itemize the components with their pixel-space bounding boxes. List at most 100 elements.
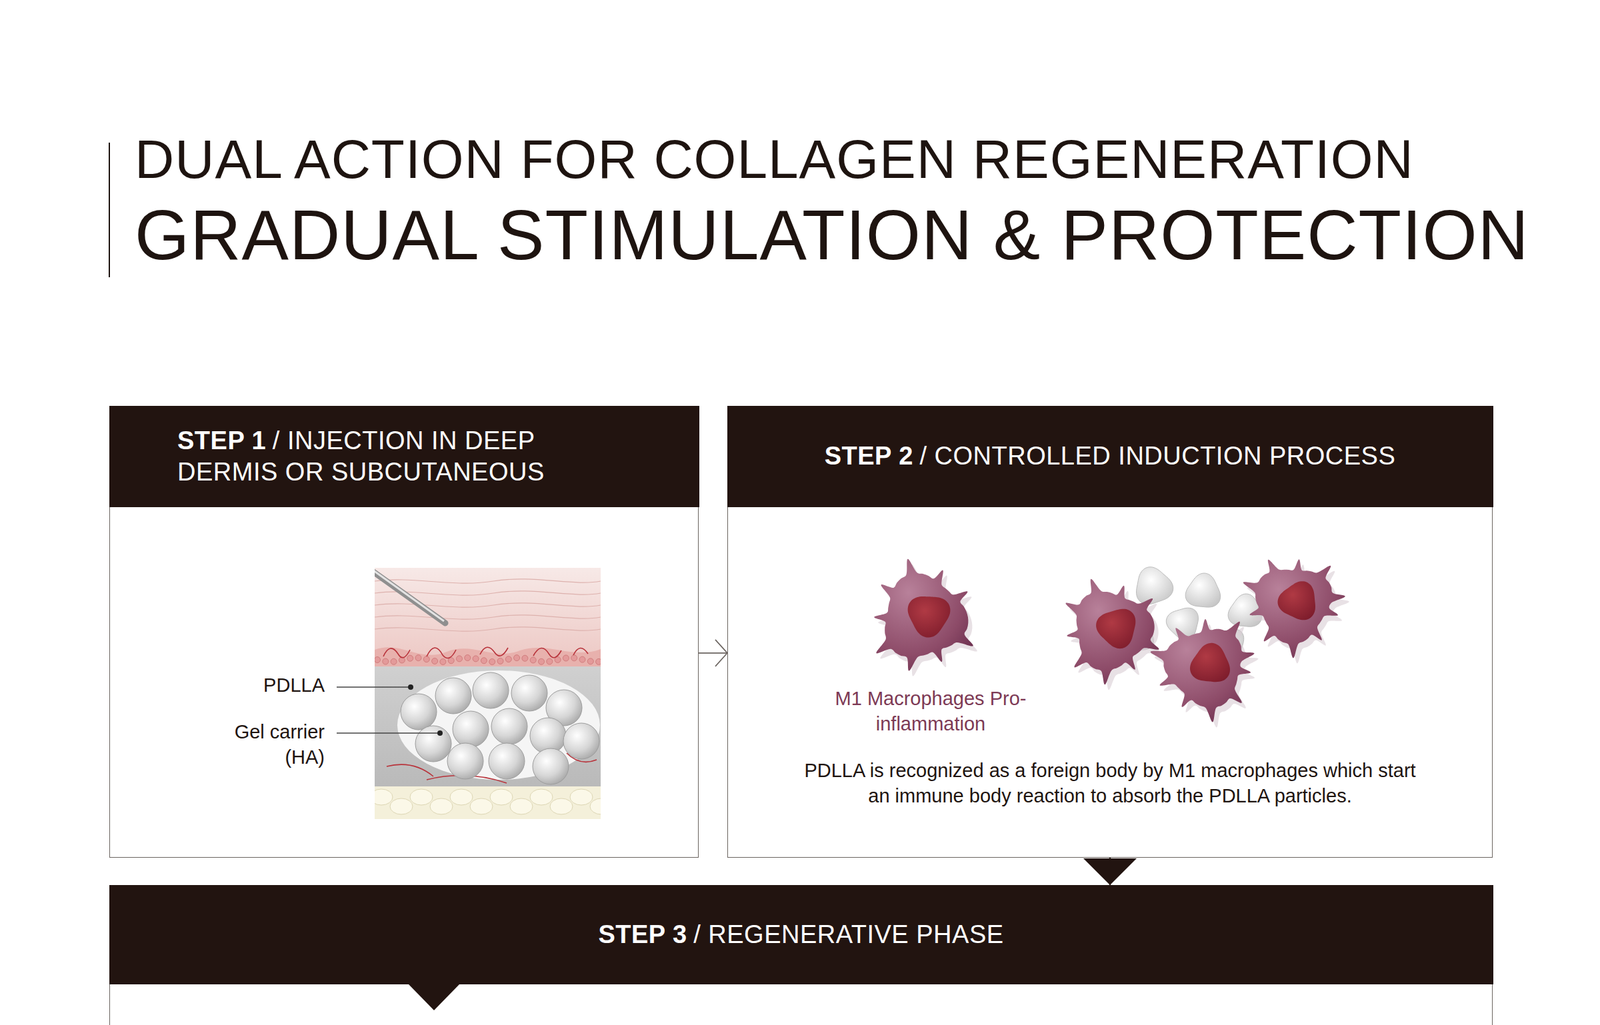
flow-connector: [698, 652, 728, 654]
drawing-part: [430, 798, 453, 815]
step-number: STEP 1: [177, 426, 266, 455]
drawing-part: [546, 658, 553, 665]
drawing-part: [562, 655, 569, 662]
drawing-part: [596, 658, 601, 665]
drawing-part: [400, 672, 600, 785]
drawing-part: [408, 684, 414, 690]
drawing-part: [874, 559, 974, 672]
step3-pointer: [408, 984, 460, 1011]
drawing-part: [374, 579, 601, 815]
drawing-part: [470, 798, 493, 815]
drawing-part: [1066, 579, 1160, 685]
drawing-part: [511, 675, 548, 712]
description-text: PDLLA is recognized as a foreign body by…: [803, 758, 1417, 810]
step-panel: STEP 2/ CONTROLLED INDUCTION PROCESS PDLL…: [727, 406, 1493, 858]
drawing-part: [374, 603, 601, 608]
part-label: Gel carrier (HA): [198, 720, 325, 770]
drawing-part: [510, 798, 533, 815]
drawing-part: [533, 648, 562, 658]
drawing-part: [374, 657, 381, 664]
drawing-part: [522, 655, 528, 662]
header-text: STEP 3/ REGENERATIVE PHASE: [598, 919, 1004, 950]
drawing-part: [415, 655, 422, 662]
drawing-part: [336, 686, 408, 688]
drawing-part: [374, 789, 393, 806]
drawing-part: [497, 658, 504, 664]
drawing-part: [432, 658, 438, 664]
drawing-part: [448, 658, 454, 664]
drawing-part: [1243, 559, 1346, 658]
drawing-part: [435, 678, 472, 714]
step-number: STEP 3: [598, 920, 687, 949]
drawing-part: [490, 789, 513, 806]
title: DUAL ACTION FOR COLLAGEN REGENERATION: [134, 132, 1414, 187]
drawing-part: [400, 694, 437, 730]
drawing-part: [532, 748, 569, 785]
header-text: STEP 1/ INJECTION IN DEEP DERMIS OR SUBC…: [177, 425, 631, 488]
drawing-part: [452, 711, 489, 748]
drawing-part: [1190, 643, 1230, 682]
drawing-part: [472, 672, 509, 709]
drawing-part: [382, 658, 389, 665]
step-number: STEP 2: [824, 442, 914, 470]
drawing-part: [538, 658, 545, 665]
drawing-part: [530, 657, 536, 664]
drawing-part: [472, 656, 479, 662]
drawing-part: [550, 798, 573, 815]
needle: [374, 570, 446, 624]
drawing-part: [1096, 609, 1136, 649]
drawing-part: [456, 656, 463, 662]
drawing-part: [505, 656, 512, 663]
drawing-part: [415, 726, 452, 762]
drawing-part: [374, 647, 601, 667]
drawing-part: [908, 596, 951, 638]
drawing-part: [437, 730, 443, 736]
skin-illustration: [374, 568, 601, 820]
drawing-part: [571, 655, 578, 662]
step-title: / REGENERATIVE PHASE: [693, 920, 1004, 949]
drawing-part: [1278, 581, 1316, 620]
cell-label: M1 Macrophages Pro-inflammation: [824, 686, 1038, 737]
drawing-part: [336, 732, 438, 734]
drawing-part: [489, 658, 496, 665]
drawing-part: [374, 656, 601, 790]
header-text: STEP 2/ CONTROLLED INDUCTION PROCESS: [824, 440, 1396, 472]
drawing-part: [423, 656, 430, 663]
subtitle: GRADUAL STIMULATION & PROTECTION: [134, 200, 1530, 271]
drawing-part: [563, 723, 600, 760]
drawing-part: [573, 648, 588, 656]
drawing-part: [464, 655, 471, 662]
drawing-part: [374, 568, 601, 662]
drawing-part: [390, 798, 413, 815]
drawing-part: [491, 708, 528, 745]
drawing-part: [480, 647, 508, 656]
leader-lines: [336, 684, 443, 736]
drawing-part: [374, 570, 444, 622]
drawing-part: [374, 627, 601, 632]
drawing-part: [1136, 567, 1173, 605]
drawing-part: [407, 655, 414, 662]
drawing-part: [450, 789, 473, 806]
part-label: PDLLA: [198, 673, 325, 699]
drawing-part: [570, 789, 593, 806]
step-title: / CONTROLLED INDUCTION PROCESS: [919, 442, 1396, 470]
drawing-part: [426, 648, 456, 659]
drawing-part: [530, 789, 553, 806]
drawing-part: [480, 658, 487, 664]
drawing-part: [1150, 619, 1255, 723]
step-header: STEP 2/ CONTROLLED INDUCTION PROCESS: [727, 406, 1494, 508]
step-panel: STEP 1/ INJECTION IN DEEP DERMIS OR SUBC…: [109, 406, 699, 858]
flow-connector: [1109, 858, 1111, 886]
drawing-part: [374, 786, 601, 820]
drawing-part: [590, 798, 601, 815]
drawing-part: [488, 743, 525, 780]
drawing-part: [514, 655, 520, 662]
drawing-part: [447, 743, 484, 780]
drawing-part: [374, 579, 601, 584]
drawing-part: [374, 615, 601, 620]
step-panel: STEP 3/ REGENERATIVE PHASE: [109, 885, 1493, 1025]
drawing-part: [410, 789, 433, 806]
drawing-part: [1185, 573, 1220, 608]
drawing-part: [440, 658, 446, 665]
panel-body: PDLLA is recognized as a foreign body by…: [728, 507, 1492, 810]
